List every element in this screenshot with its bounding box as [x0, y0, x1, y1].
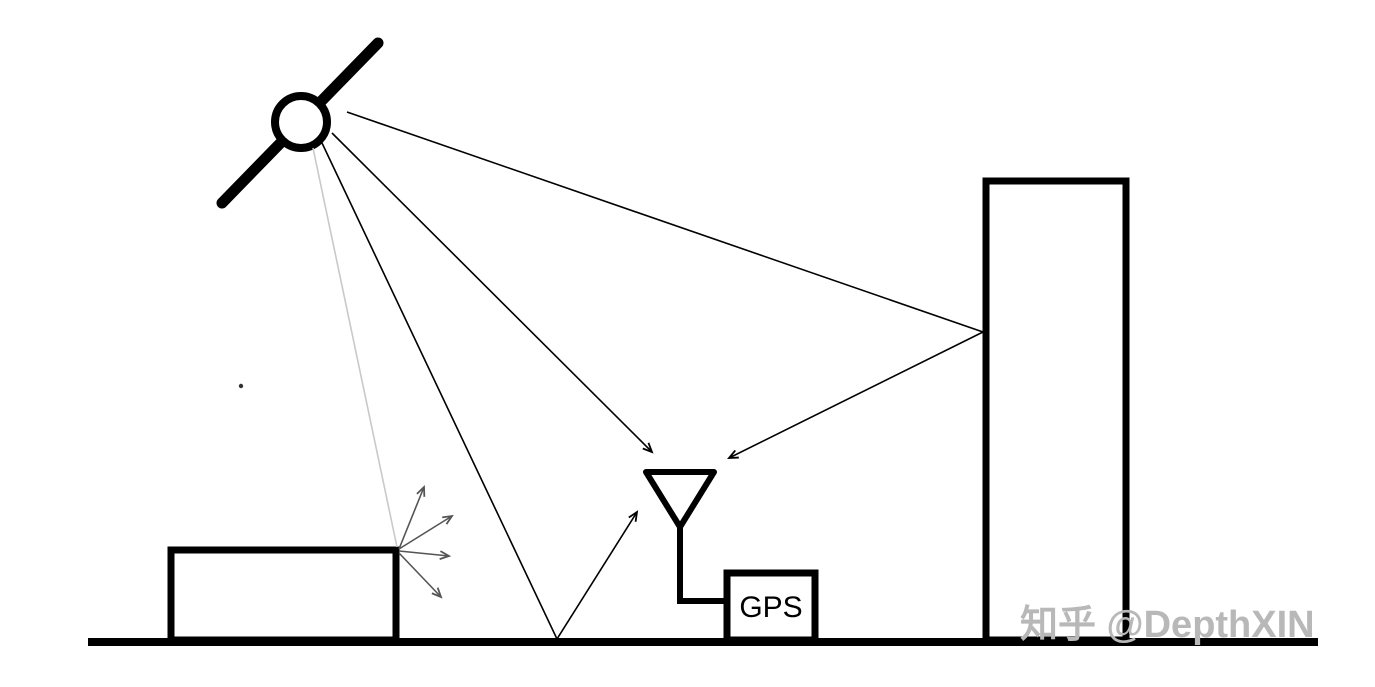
signal-to-roof-ray — [312, 147, 398, 548]
left-building-shape — [167, 546, 400, 644]
antenna-cone — [643, 469, 717, 530]
gps-box-label: GPS — [739, 591, 802, 624]
scatter-arrow-4 — [398, 552, 441, 597]
antenna-stem — [677, 527, 724, 604]
stray-dot — [238, 383, 244, 389]
watermark: 知乎 @DepthXIN — [1020, 604, 1315, 646]
signal-to-ground-ray — [321, 142, 558, 640]
scatter-arrow-2 — [398, 516, 452, 550]
scatter-arrow-1 — [398, 487, 424, 550]
gps-box-outline — [723, 569, 819, 644]
building-reflected-signal-arrow — [729, 331, 984, 458]
antenna-icon — [643, 469, 724, 604]
gps-receiver-box: GPS — [723, 569, 819, 644]
scatter-arrow-3 — [398, 550, 449, 556]
signal-to-building-ray — [346, 111, 984, 333]
satellite-icon — [216, 37, 384, 209]
satellite-body — [271, 92, 331, 152]
diffuse-scatter-arrows — [398, 487, 452, 597]
ground-reflected-signal-arrow — [556, 512, 637, 640]
direct-signal-arrow — [331, 132, 652, 452]
right-building-shape — [982, 177, 1130, 644]
